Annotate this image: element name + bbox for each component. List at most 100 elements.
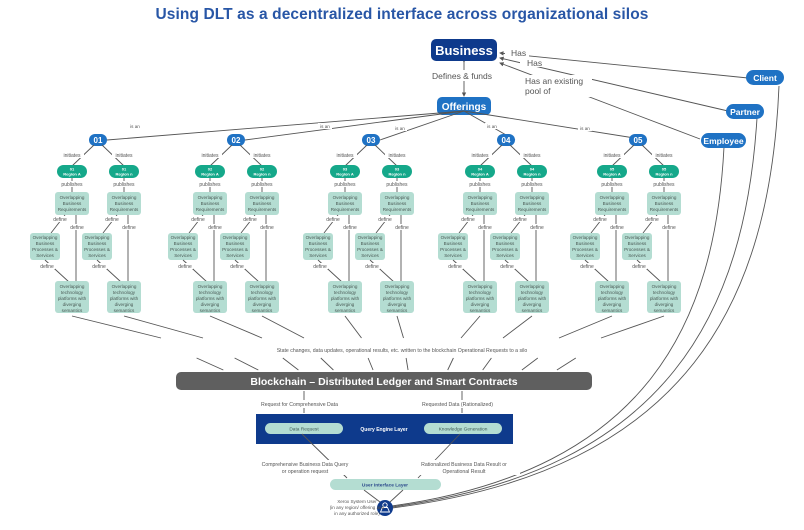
data-request-node[interactable]: Data Request [265,423,343,434]
offering-node-02[interactable]: 02 [227,134,245,146]
publishes-label: publishes [386,182,408,188]
svg-text:04: 04 [530,167,535,172]
svg-text:Services: Services [496,253,514,258]
svg-text:02: 02 [232,136,241,145]
svg-text:Requirements: Requirements [331,207,360,212]
svg-text:semantics: semantics [62,308,83,313]
employee-has-edge [499,62,701,140]
svg-text:technology: technology [251,290,274,295]
svg-text:03: 03 [343,167,348,172]
knowledge-generation-node[interactable]: Knowledge Generation [424,423,502,434]
svg-text:semantics: semantics [602,308,623,313]
offering-node-01[interactable]: 01 [89,134,107,146]
svg-text:Overlapping: Overlapping [441,235,466,240]
svg-text:platforms with: platforms with [58,296,87,301]
svg-text:Overlapping: Overlapping [60,195,85,200]
state-change-line [344,315,362,339]
partner-node[interactable]: Partner [726,104,764,119]
svg-text:semantics: semantics [387,308,408,313]
state-change-line [282,357,299,371]
client-node[interactable]: Client [746,70,784,85]
offering-node-05[interactable]: 05 [629,134,647,146]
svg-text:Services: Services [576,253,594,258]
svg-text:Processes &: Processes & [84,247,110,252]
state-change-line [502,315,533,339]
business-node[interactable]: Business [431,39,497,61]
comprehensive-query-2: or operation request [282,469,329,475]
svg-text:Region n: Region n [388,172,406,177]
define-label: define [122,225,136,231]
offerings-node[interactable]: Offerings [437,97,491,115]
svg-text:Services: Services [361,253,379,258]
user-caption-1: Xerox System User [337,499,377,504]
svg-text:Overlapping: Overlapping [250,284,275,289]
offering-node-04[interactable]: 04 [497,134,515,146]
system-user[interactable] [377,500,393,516]
svg-text:Requirements: Requirements [650,207,679,212]
initiates-label: initiates [254,153,271,159]
define-label: define [243,217,257,223]
define-label: define [105,217,119,223]
has-label-client: Has [511,48,526,58]
offering-node-03[interactable]: 03 [362,134,380,146]
svg-text:semantics: semantics [522,308,543,313]
svg-text:Overlapping: Overlapping [468,284,493,289]
publishes-label: publishes [61,182,83,188]
user-interface-layer[interactable]: User Interface Layer [330,479,441,490]
svg-text:Region A: Region A [471,172,489,177]
user-caption-2: (in any region/ offering and [330,505,385,510]
svg-text:diverging: diverging [336,302,355,307]
publishes-label: publishes [601,182,623,188]
svg-text:platforms with: platforms with [248,296,277,301]
svg-text:01: 01 [94,136,103,145]
employee-node[interactable]: Employee [701,133,746,148]
state-change-line [367,357,374,371]
svg-text:Client: Client [753,73,777,83]
svg-text:Business: Business [576,241,595,246]
svg-text:01: 01 [70,167,75,172]
ui-user-edge-left [363,489,381,503]
blockchain-bar[interactable]: Blockchain – Distributed Ledger and Smar… [176,372,592,390]
svg-text:semantics: semantics [335,308,356,313]
